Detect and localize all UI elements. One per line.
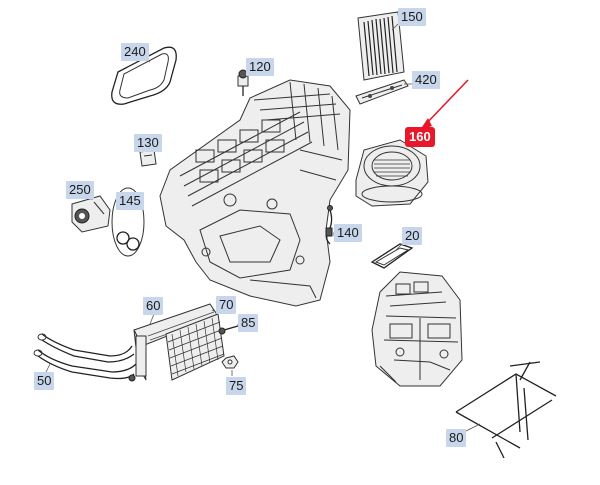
callout-145: 145 bbox=[116, 192, 144, 210]
main-hvac-housing bbox=[159, 79, 351, 307]
callout-150: 150 bbox=[398, 8, 426, 26]
callout-60: 60 bbox=[143, 297, 164, 315]
part-250-actuator bbox=[71, 195, 111, 233]
part-60-heater-core bbox=[133, 303, 219, 381]
part-70-radiator bbox=[165, 313, 225, 381]
part-420-bracket bbox=[355, 79, 409, 105]
part-80-bracket-frame bbox=[455, 361, 557, 459]
part-50-heater-pipes bbox=[33, 333, 137, 382]
part-140-sensor-wire bbox=[325, 205, 333, 245]
callout-50: 50 bbox=[34, 372, 55, 390]
callout-140: 140 bbox=[334, 224, 362, 242]
callout-240: 240 bbox=[121, 43, 149, 61]
part-145-o-rings bbox=[111, 187, 145, 257]
callout-420: 420 bbox=[412, 71, 440, 89]
callout-80: 80 bbox=[446, 429, 467, 447]
part-120-sensor bbox=[237, 69, 249, 96]
part-75-nut bbox=[221, 355, 239, 369]
lower-housing bbox=[371, 271, 463, 387]
callout-85: 85 bbox=[238, 314, 259, 332]
callout-70: 70 bbox=[216, 296, 237, 314]
callout-250: 250 bbox=[66, 181, 94, 199]
part-160-blower-motor bbox=[355, 139, 429, 207]
callout-160-highlighted: 160 bbox=[405, 127, 435, 147]
callout-75: 75 bbox=[226, 377, 247, 395]
part-85-screw bbox=[218, 325, 239, 335]
callout-20: 20 bbox=[402, 227, 423, 245]
callout-130: 130 bbox=[134, 134, 162, 152]
callout-120: 120 bbox=[246, 58, 274, 76]
part-240-gasket bbox=[111, 46, 177, 105]
part-20-gasket bbox=[370, 243, 414, 269]
part-130-clip bbox=[139, 149, 157, 167]
